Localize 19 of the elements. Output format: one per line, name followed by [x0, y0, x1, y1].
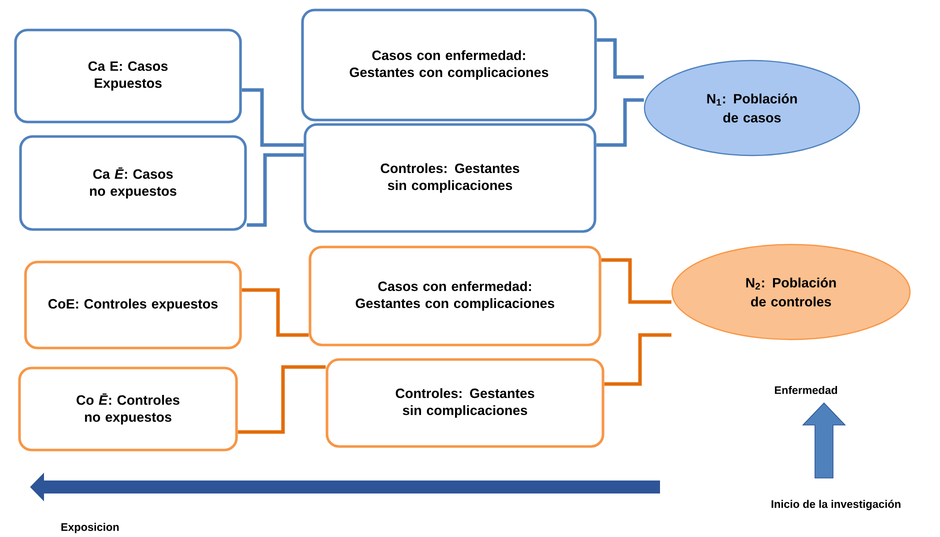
process-box: Ca E: Casos Expuestos [14, 28, 242, 124]
connector-line [242, 88, 304, 147]
connector-line [242, 288, 309, 337]
process-box: Co Ē: Controles no expuestos [18, 366, 238, 452]
connector-line [601, 258, 672, 304]
connector-line [246, 153, 304, 227]
axis-label: Inicio de la investigación [772, 500, 900, 510]
process-box: Casos con enfermedad: Gestantes con complicaciones [301, 8, 597, 122]
process-box: CoE: Controles expuestos [24, 260, 242, 350]
process-box: Ca Ē: Casos no expuestos [19, 135, 247, 231]
connector-line [604, 333, 672, 386]
connector-line [596, 38, 644, 79]
connector-line [596, 98, 644, 147]
axis-label: Enfermedad [774, 386, 838, 394]
process-box: Casos con enfermedad: Gestantes con complicaciones [308, 246, 602, 346]
process-box: Controles: Gestantes sin complicaciones [326, 358, 604, 448]
axis-label: Exposicion [61, 522, 119, 534]
process-box: Controles: Gestantes sin complicaciones [304, 123, 596, 233]
connector-line [238, 365, 326, 434]
